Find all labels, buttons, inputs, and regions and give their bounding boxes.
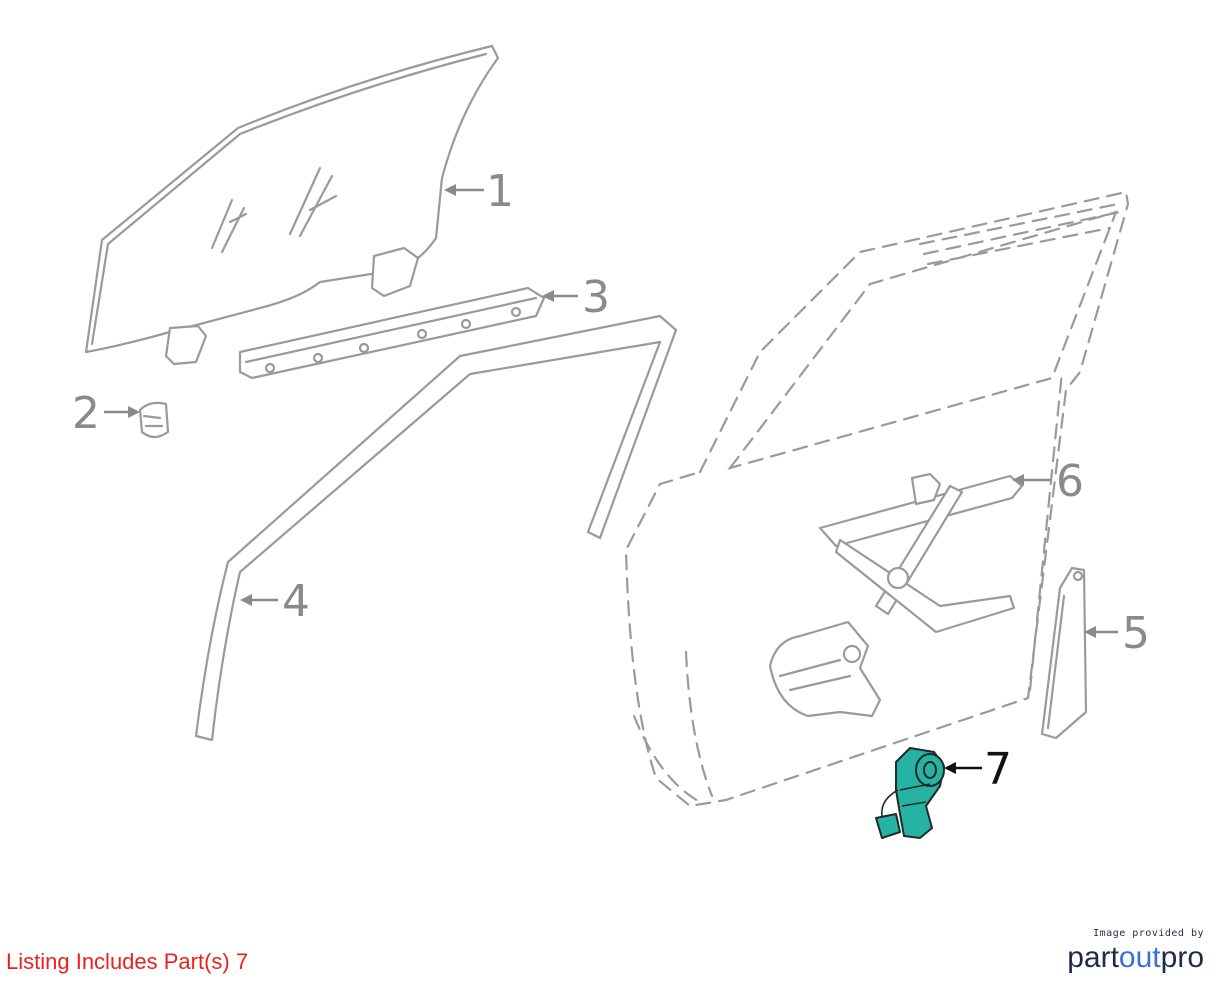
callout-label-1[interactable]: 1	[486, 166, 514, 217]
brand-part: part	[1067, 941, 1119, 974]
part-5-rear-channel[interactable]	[1040, 566, 1088, 740]
brand-out: out	[1118, 941, 1161, 974]
callout-arrow-6	[1012, 474, 1050, 486]
part-3-glass-channel[interactable]	[238, 286, 546, 380]
callout-label-6[interactable]: 6	[1056, 456, 1084, 507]
brand-logo: Image provided by partoutpro	[1054, 928, 1204, 975]
door-outline	[624, 190, 1130, 808]
callout-arrow-2	[104, 406, 140, 418]
callout-label-7[interactable]: 7	[984, 744, 1012, 795]
callout-arrow-3	[542, 290, 578, 302]
callout-label-5[interactable]: 5	[1122, 608, 1150, 659]
callout-label-2[interactable]: 2	[72, 388, 100, 439]
part-7-window-motor[interactable]	[875, 747, 945, 839]
part-4-run-channel[interactable]	[194, 314, 678, 742]
brand-caption: Image provided by	[1093, 928, 1204, 939]
callout-arrow-4	[240, 594, 278, 606]
part-1-door-glass[interactable]	[84, 44, 500, 366]
callout-arrow-1	[444, 184, 484, 196]
brand-pro: pro	[1160, 941, 1204, 974]
callout-arrow-7	[944, 762, 982, 774]
callout-label-3[interactable]: 3	[582, 272, 610, 323]
callout-label-4[interactable]: 4	[282, 576, 310, 627]
part-6-window-regulator[interactable]	[768, 472, 1024, 718]
callout-arrow-5	[1084, 626, 1118, 638]
brand-wordmark: partoutpro	[1054, 941, 1204, 975]
part-2-clip[interactable]	[138, 401, 170, 439]
listing-note: Listing Includes Part(s) 7	[6, 949, 249, 974]
